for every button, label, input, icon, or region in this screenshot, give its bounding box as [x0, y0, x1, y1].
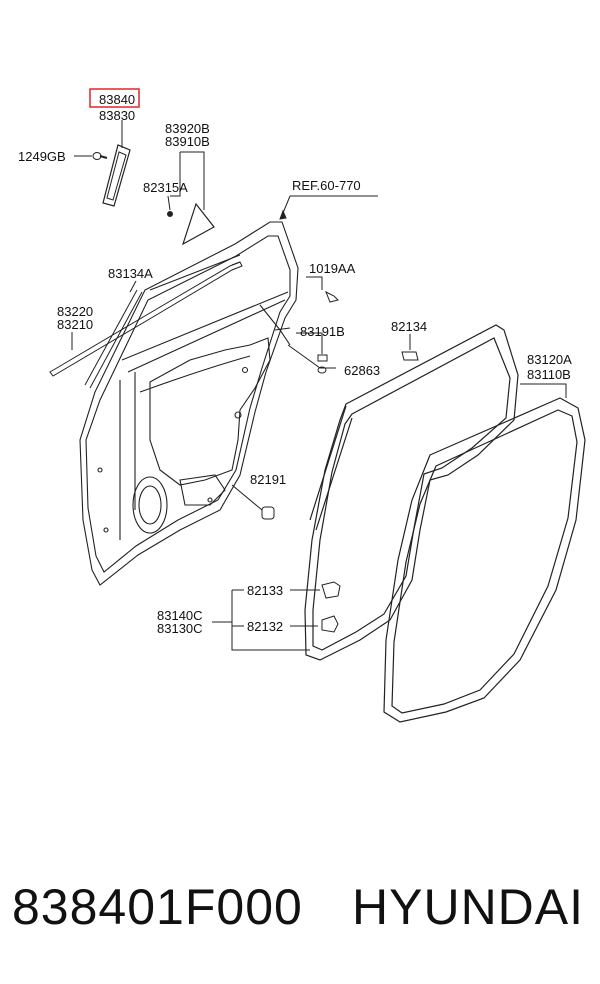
- plug-82191: [261, 506, 275, 520]
- label-1249gb: 1249GB: [18, 149, 66, 164]
- bolt-1019aa: [325, 290, 339, 303]
- brand-name: HYUNDAI: [352, 879, 585, 935]
- label-83140c: 83140C: [157, 608, 203, 623]
- label-82132: 82132: [247, 619, 283, 634]
- label-83920b: 83920B: [165, 121, 210, 136]
- label-82315a: 82315A: [143, 180, 188, 195]
- leader-83920b: [170, 151, 205, 210]
- exploded-parts-diagram: 83840 83830 1249GB 83920B 83910B 82315A …: [18, 88, 586, 723]
- triangle-trim-part: [181, 202, 215, 246]
- body-weatherstrip-part: [383, 397, 586, 723]
- label-83110b: 83110B: [527, 367, 571, 382]
- footer-caption: 838401F000 HYUNDAI: [0, 868, 600, 978]
- label-83210: 83210: [57, 317, 93, 332]
- label-62863: 62863: [344, 363, 380, 378]
- clip-82132: [321, 615, 339, 633]
- clip-82133: [321, 581, 341, 599]
- label-83220: 83220: [57, 304, 93, 319]
- label-83120a: 83120A: [527, 352, 572, 367]
- label-83130c: 83130C: [157, 621, 203, 636]
- door-weatherstrip-part: [304, 324, 519, 661]
- clip-82134: [401, 351, 419, 361]
- delta-trim-part: [102, 120, 131, 207]
- label-82134: 82134: [391, 319, 427, 334]
- label-82191: 82191: [250, 472, 286, 487]
- part-number: 838401F000: [12, 879, 303, 935]
- clip-83191b: [317, 354, 328, 362]
- label-83134a: 83134A: [108, 266, 153, 281]
- label-83191b: 83191B: [300, 324, 345, 339]
- label-83840: 83840: [99, 92, 135, 107]
- label-ref: REF.60-770: [292, 178, 361, 193]
- belt-moulding-part: [49, 261, 243, 377]
- label-83910b: 83910B: [165, 134, 210, 149]
- label-83830: 83830: [99, 108, 135, 123]
- label-1019aa: 1019AA: [309, 261, 356, 276]
- channel-83134a: [84, 289, 143, 389]
- label-82133: 82133: [247, 583, 283, 598]
- ref-leader: [282, 195, 378, 214]
- highlight-box: [89, 88, 140, 108]
- grommet-62863: [317, 366, 327, 374]
- screw-part: [74, 152, 108, 160]
